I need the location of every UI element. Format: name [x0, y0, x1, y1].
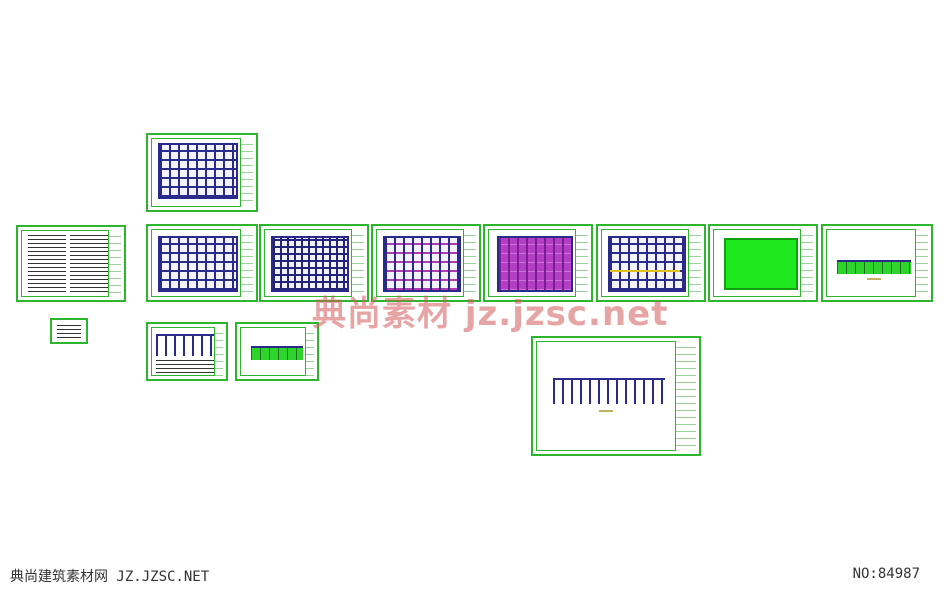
- title-block: [800, 229, 813, 297]
- title-block: [108, 230, 121, 297]
- drawing-caption: [599, 410, 613, 412]
- drawing-sheet-notes[interactable]: [16, 225, 126, 302]
- notes-text-block: [70, 235, 108, 295]
- drawing-sheet-legend[interactable]: [50, 318, 88, 344]
- drawing-sheet-frames[interactable]: [531, 336, 701, 456]
- drawing-sheet-plan-2[interactable]: [259, 224, 369, 302]
- frame-sections: [553, 378, 665, 404]
- beam-line: [610, 270, 680, 272]
- drawing-sheet-plan-3[interactable]: [371, 224, 481, 302]
- title-block: [915, 229, 928, 297]
- highlighted-slab-plan: [724, 238, 798, 290]
- drawing-caption: [867, 278, 881, 280]
- title-block: [214, 327, 223, 376]
- highlighted-grid-plan: [497, 236, 573, 292]
- drawing-sheet-top[interactable]: [146, 133, 258, 212]
- drawing-sheet-details-2[interactable]: [235, 322, 319, 381]
- drawing-sheet-plan-5[interactable]: [596, 224, 706, 302]
- detail-drawings: [156, 334, 214, 356]
- watermark-text: 典尚素材 jz.jzsc.net: [312, 294, 669, 334]
- grid-plan: [383, 236, 461, 292]
- title-block: [575, 229, 588, 297]
- title-block: [305, 327, 314, 376]
- drawing-sheet-details-1[interactable]: [146, 322, 228, 381]
- grid-plan: [271, 236, 349, 292]
- notes-text-block: [28, 235, 66, 295]
- elevation-drawing: [837, 260, 911, 274]
- title-block: [688, 229, 701, 297]
- detail-notes: [156, 360, 214, 374]
- title-block: [240, 229, 253, 297]
- elevation-drawing: [251, 346, 303, 360]
- grid-plan: [158, 143, 238, 199]
- drawing-sheet-plan-6[interactable]: [708, 224, 818, 302]
- grid-plan: [158, 236, 238, 292]
- grid-plan: [608, 236, 686, 292]
- title-block: [675, 341, 696, 451]
- site-label: 典尚建筑素材网 JZ.JZSC.NET: [10, 569, 210, 585]
- title-block: [351, 229, 364, 297]
- legend-text-block: [57, 325, 81, 339]
- drawing-sheet-plan-4[interactable]: [483, 224, 593, 302]
- title-block: [240, 138, 253, 207]
- drawing-sheet-plan-1[interactable]: [146, 224, 258, 302]
- image-number: NO:84987: [852, 566, 920, 582]
- title-block: [463, 229, 476, 297]
- drawing-sheet-elevation[interactable]: [821, 224, 933, 302]
